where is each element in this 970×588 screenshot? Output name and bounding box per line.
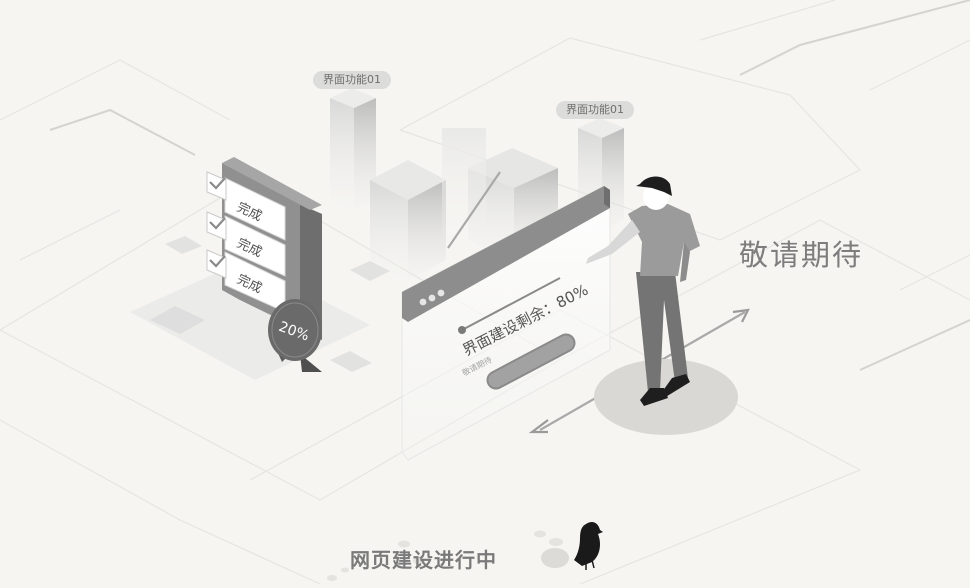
under-construction-text: 网页建设进行中 xyxy=(350,548,497,572)
window-dots-icon xyxy=(419,289,445,306)
task-cards xyxy=(224,177,286,313)
panel-pill-button xyxy=(486,333,576,390)
check-icon xyxy=(206,171,227,279)
coming-soon-heading: 敬请期待 xyxy=(739,238,864,272)
progress-bar xyxy=(458,277,561,334)
feature-tag-right: 界面功能01 xyxy=(556,101,634,119)
progress-panel xyxy=(401,185,611,461)
crow-icon xyxy=(574,522,603,570)
background-bar-columns xyxy=(330,88,624,280)
person-figure xyxy=(586,176,738,435)
background-dark-lines xyxy=(49,0,970,371)
footer-dots xyxy=(327,530,569,581)
ribbon-badge-icon xyxy=(268,299,322,372)
feature-tag-left: 界面功能01 xyxy=(313,71,391,89)
